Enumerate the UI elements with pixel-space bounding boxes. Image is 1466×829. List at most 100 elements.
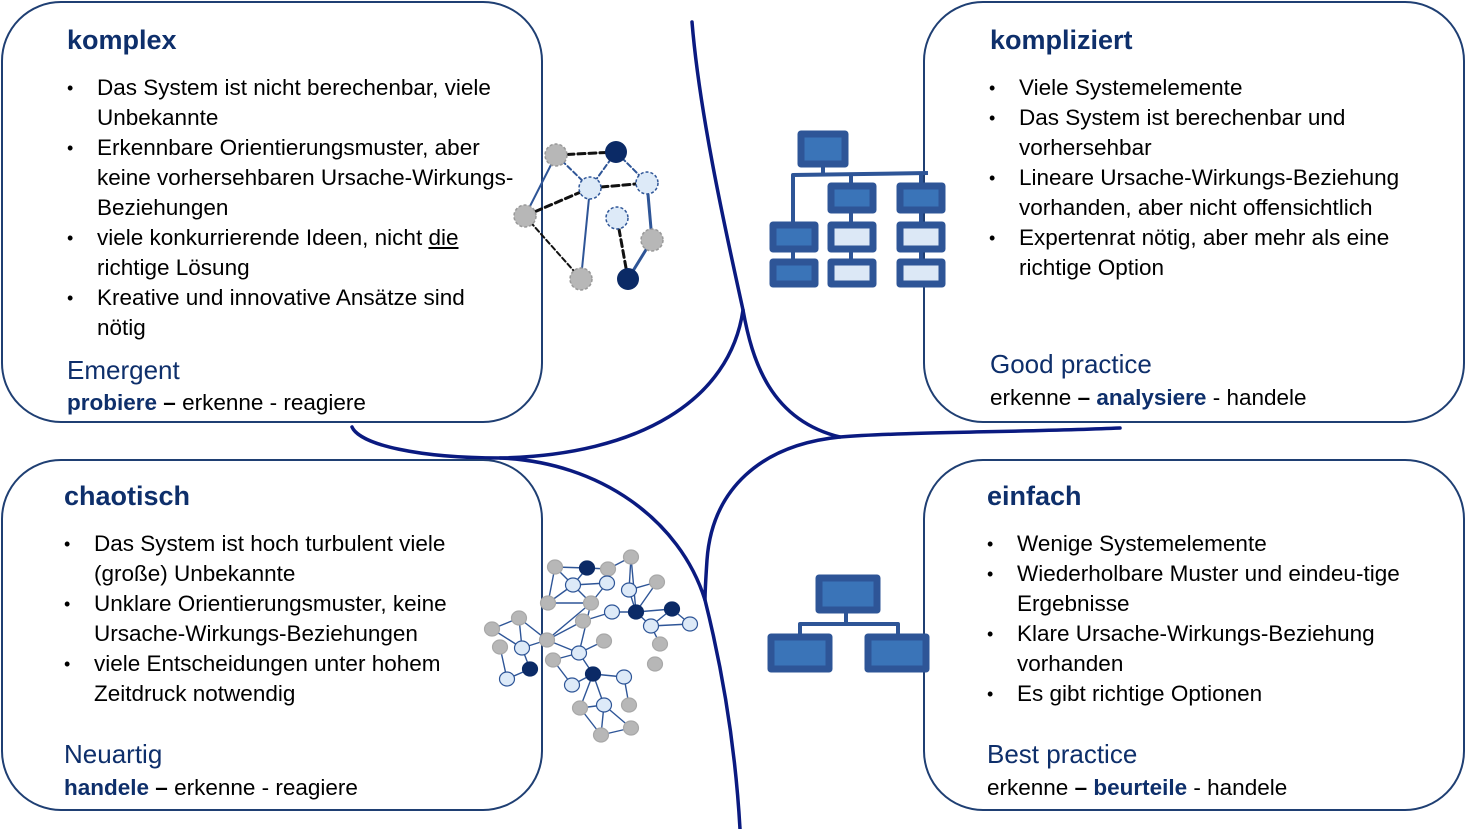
network-node <box>640 228 664 252</box>
bullet-list: Das System ist nicht berechenbar, viele … <box>67 73 517 343</box>
bullet-item: Das System ist hoch turbulent viele (gro… <box>64 529 504 589</box>
hierarchy-box <box>767 633 833 673</box>
quadrant-motto: handele – erkenne - reagiere <box>64 775 358 800</box>
hierarchy-box <box>896 182 946 214</box>
quadrant-motto: erkenne – beurteile - handele <box>987 775 1288 800</box>
bullet-list: Viele Systemelemente Das System ist bere… <box>989 73 1449 283</box>
bullet-item: Das System ist nicht berechenbar, viele … <box>67 73 517 133</box>
hierarchy-box <box>769 221 819 253</box>
network-node <box>648 574 666 590</box>
network-node <box>510 610 528 626</box>
quadrant-subtitle: Good practice <box>990 349 1152 379</box>
hierarchy-box <box>896 258 946 288</box>
quadrant-subtitle: Emergent <box>67 355 180 385</box>
network-node <box>539 595 557 611</box>
network-node <box>605 141 627 163</box>
network-node <box>620 697 638 713</box>
bullet-item: Viele Systemelemente <box>989 73 1449 103</box>
divider-bottom-right-curve <box>703 435 842 602</box>
network-node <box>663 601 681 617</box>
network-node <box>603 604 621 620</box>
network-node <box>570 645 588 661</box>
bullet-list: Das System ist hoch turbulent viele (gro… <box>64 529 504 709</box>
network-node <box>622 720 640 736</box>
hierarchy-box <box>864 633 930 673</box>
network-node <box>592 727 610 743</box>
divider-top-curve <box>690 20 1122 439</box>
network-node <box>521 661 539 677</box>
network-node <box>595 633 613 649</box>
network-node <box>595 697 613 713</box>
bullet-item: Klare Ursache-Wirkungs-Beziehung vorhand… <box>987 619 1427 679</box>
hierarchy-box <box>797 130 849 168</box>
network-node <box>538 632 556 648</box>
network-node <box>571 700 589 716</box>
divider-top-left-curve <box>350 308 745 460</box>
bullet-item: viele Entscheidungen unter hohem Zeitdru… <box>64 649 504 709</box>
quadrant-chaotisch: chaotisch Das System ist hoch turbulent … <box>1 459 543 811</box>
network-edge <box>546 602 592 641</box>
bullet-item: Wenige Systemelemente <box>987 529 1427 559</box>
network-node <box>544 652 562 668</box>
hierarchy-box <box>815 574 881 614</box>
network-node <box>617 268 639 290</box>
quadrant-motto: probiere – erkenne - reagiere <box>67 390 366 415</box>
large-hierarchy-icon <box>769 130 946 288</box>
bullet-item: Lineare Ursache-Wirkungs-Beziehung vorha… <box>989 163 1449 223</box>
quadrant-title: einfach <box>987 481 1082 511</box>
quadrant-title: kompliziert <box>990 25 1133 55</box>
hierarchy-box <box>827 182 877 214</box>
hierarchy-box <box>769 258 819 288</box>
network-node <box>627 604 645 620</box>
network-node <box>615 669 633 685</box>
quadrant-subtitle: Neuartig <box>64 739 163 769</box>
hierarchy-box <box>827 221 877 253</box>
network-node <box>584 666 602 682</box>
network-node <box>635 171 659 195</box>
network-node <box>646 656 664 672</box>
network-node <box>651 636 669 652</box>
emphasis-underline: die <box>428 225 459 250</box>
network-node <box>574 613 592 629</box>
network-node <box>513 204 537 228</box>
complex-network-icon <box>483 549 699 743</box>
network-node <box>578 560 596 576</box>
network-node <box>605 206 629 230</box>
network-node <box>598 575 616 591</box>
bullet-item: Expertenrat nötig, aber mehr als eine ri… <box>989 223 1449 283</box>
bullet-item: viele konkurrierende Ideen, nicht die ri… <box>67 223 517 283</box>
bullet-item: Wiederholbare Muster und eindeu-tige Erg… <box>987 559 1427 619</box>
network-node <box>642 618 660 634</box>
bullet-item: Es gibt richtige Optionen <box>987 679 1427 709</box>
bullet-item: Das System ist berechenbar und vorherseh… <box>989 103 1449 163</box>
network-node <box>498 671 516 687</box>
bullet-list: Wenige Systemelemente Wiederholbare Must… <box>987 529 1427 709</box>
network-node <box>491 639 509 655</box>
hierarchy-box <box>896 221 946 253</box>
network-node <box>620 582 638 598</box>
network-node <box>569 267 593 291</box>
network-node <box>483 621 501 637</box>
simple-hierarchy-icon <box>767 574 930 673</box>
network-node <box>582 595 600 611</box>
network-node <box>546 559 564 575</box>
network-node <box>513 640 531 656</box>
network-node <box>599 561 617 577</box>
quadrant-motto: erkenne – analysiere - handele <box>990 385 1307 410</box>
bullet-item: Kreative und innovative Ansätze sind nöt… <box>67 283 517 343</box>
network-node <box>578 176 602 200</box>
dashed-network-icon <box>513 141 664 291</box>
quadrant-title: chaotisch <box>64 481 191 511</box>
bullet-item: Unklare Orientierungsmuster, keine Ursac… <box>64 589 504 649</box>
quadrant-komplex: komplex Das System ist nicht berechenbar… <box>1 1 543 423</box>
quadrant-subtitle: Best practice <box>987 739 1138 769</box>
network-node <box>563 677 581 693</box>
quadrant-kompliziert: kompliziert Viele Systemelemente Das Sys… <box>923 1 1465 423</box>
network-node <box>544 143 568 167</box>
network-node <box>564 577 582 593</box>
hierarchy-box <box>827 258 877 288</box>
network-node <box>622 549 640 565</box>
network-node <box>681 616 699 632</box>
